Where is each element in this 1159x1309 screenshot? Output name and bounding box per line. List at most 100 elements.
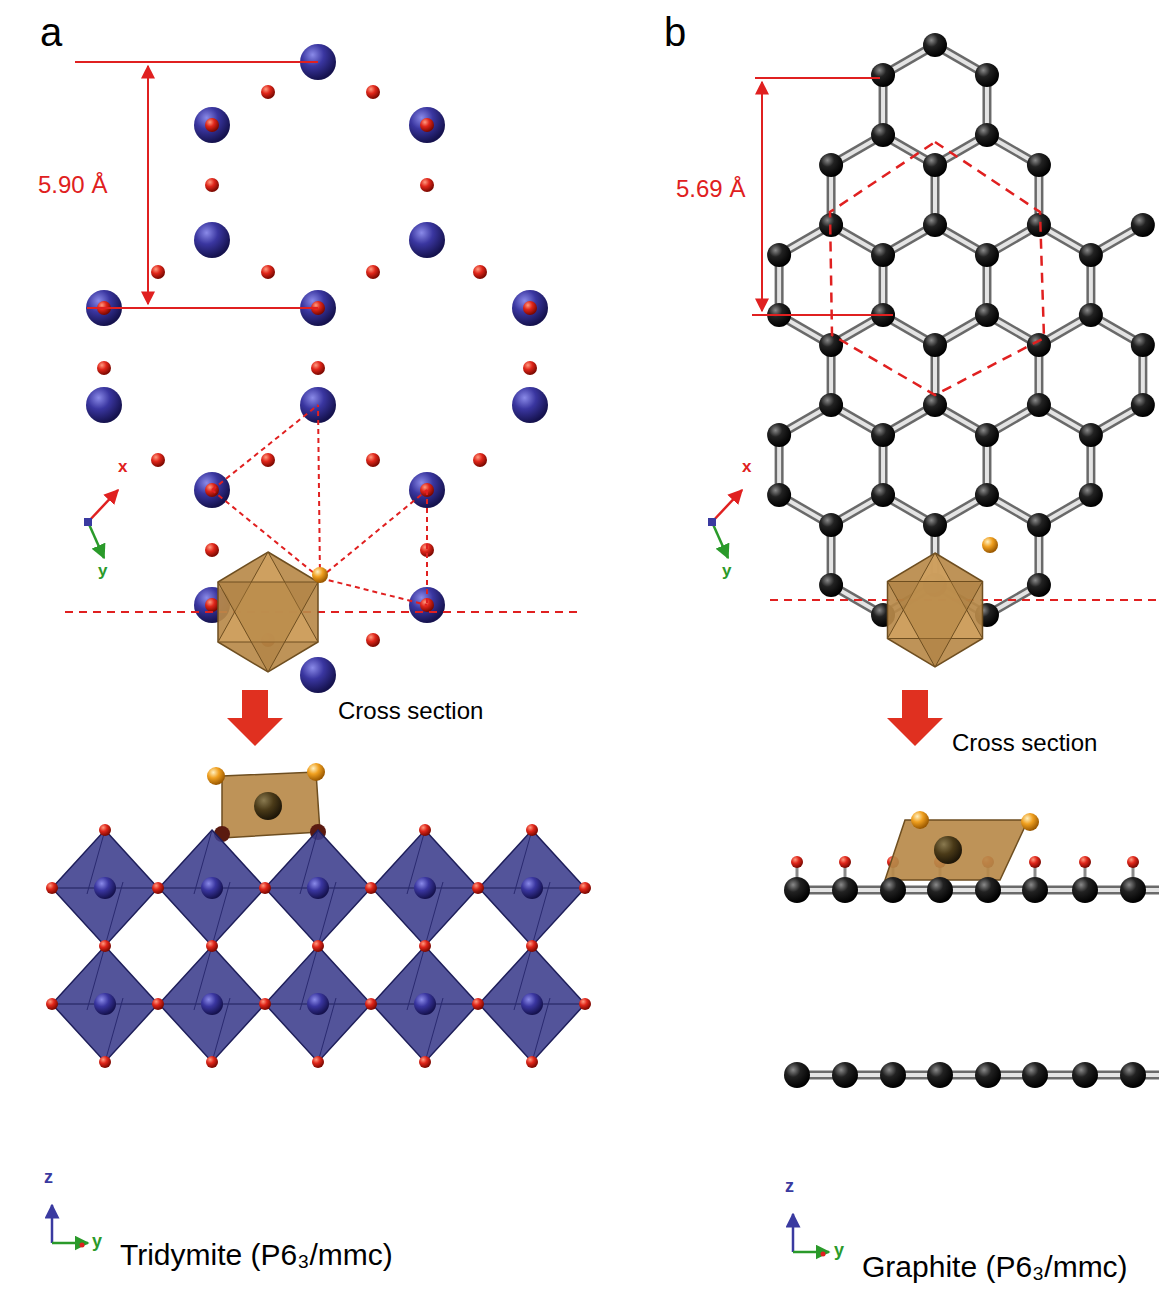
carbon-atom: [975, 877, 1001, 903]
carbon-atom: [871, 483, 895, 507]
axis-label: y: [834, 1241, 844, 1261]
silicon-atom: [521, 993, 543, 1015]
silicon-atom: [512, 290, 548, 326]
panel-letter: b: [664, 10, 686, 54]
axis-label: y: [722, 562, 731, 581]
oxygen-atom: [472, 882, 484, 894]
section-caption: Cross section: [952, 730, 1097, 756]
carbon-atom-group: [784, 877, 1146, 903]
metal-atom-group: [254, 792, 282, 820]
oxygen-atom: [579, 998, 591, 1010]
silicon-atom: [307, 993, 329, 1015]
carbon-atom: [1079, 243, 1103, 267]
oxygen-atom: [46, 882, 58, 894]
carbon-atom: [880, 1062, 906, 1088]
carbon-atom: [927, 877, 953, 903]
silicon-atom-group: [94, 877, 116, 899]
carbon-atom: [975, 423, 999, 447]
carbon-bonds: [779, 45, 1143, 615]
carbon-atom-group: [767, 33, 1155, 627]
carbon-atom: [784, 877, 810, 903]
axis-x: [712, 490, 742, 522]
carbon-atom: [1027, 573, 1051, 597]
octahedron-face: [218, 582, 318, 672]
octahedron-top-view: [218, 552, 318, 672]
carbon-atom: [871, 423, 895, 447]
silicon-atom: [86, 387, 122, 423]
silicon-atom-group: [94, 993, 116, 1015]
dimension-value: 5.90 Å: [38, 172, 107, 198]
silicon-atom-group: [414, 993, 436, 1015]
oxygen-atom: [420, 178, 434, 192]
octahedron-cross-section: [222, 772, 320, 838]
silicon-octahedron: [52, 946, 158, 1062]
carbon-atom: [1131, 213, 1155, 237]
guide-dashed-line: [320, 578, 427, 605]
silicon-atom: [194, 107, 230, 143]
oxygen-atom: [205, 118, 219, 132]
silicon-atom-group: [86, 44, 548, 693]
silicon-atom-group: [521, 993, 543, 1015]
carbon-atom: [1027, 393, 1051, 417]
oxygen-atom: [99, 1056, 111, 1068]
oxygen-atom: [205, 543, 219, 557]
oxygen-atom: [526, 940, 538, 952]
surface-oxygen-atom: [1029, 856, 1041, 868]
structure-name: Graphite (P6₃/mmc): [862, 1250, 1128, 1283]
oxygen-atom: [152, 998, 164, 1010]
octahedron-cross-section: [885, 820, 1028, 880]
dimension-extension: [87, 307, 318, 309]
oxygen-atom: [366, 453, 380, 467]
guide-dashed-line: [320, 490, 427, 578]
oxygen-atom: [312, 1056, 324, 1068]
silicon-atom: [201, 877, 223, 899]
silicon-octahedron: [52, 830, 158, 946]
dimension-extension: [75, 61, 318, 63]
carbon-atom: [923, 333, 947, 357]
silicon-atom: [409, 107, 445, 143]
carbon-atom: [927, 1062, 953, 1088]
apex-atom-group: [982, 537, 998, 553]
carbon-atom: [923, 153, 947, 177]
panel-letter: a: [40, 10, 62, 54]
carbon-atom: [1131, 333, 1155, 357]
guide-dashed-line: [426, 490, 428, 605]
axis-label: y: [92, 1232, 102, 1252]
oxygen-atom: [419, 824, 431, 836]
silicon-atom: [521, 877, 543, 899]
carbon-atom: [1027, 213, 1051, 237]
carbon-atom: [784, 1062, 810, 1088]
silicon-octahedron: [265, 946, 371, 1062]
oxygen-atom: [473, 265, 487, 279]
oxygen-atom: [205, 178, 219, 192]
silicon-atom-group: [521, 877, 543, 899]
carbon-atom: [871, 123, 895, 147]
apex-atom: [1021, 813, 1039, 831]
carbon-atom: [1022, 877, 1048, 903]
oxygen-atom: [419, 1056, 431, 1068]
carbon-atom: [1027, 333, 1051, 357]
apex-atom: [982, 537, 998, 553]
carbon-atom: [1131, 393, 1155, 417]
surface-oxygen-atom: [1127, 856, 1139, 868]
oxygen-atom-group: [46, 824, 591, 1068]
surface-oxygen-atom: [839, 856, 851, 868]
carbon-atom: [871, 243, 895, 267]
silicon-octahedron: [159, 946, 265, 1062]
dimension-value: 5.69 Å: [676, 176, 745, 202]
carbon-atom: [975, 243, 999, 267]
apex-atom: [312, 567, 328, 583]
silicon-atom: [414, 993, 436, 1015]
silicon-atom-group: [307, 993, 329, 1015]
carbon-atom: [923, 213, 947, 237]
guide-dashed-line: [318, 405, 320, 578]
silicon-atom: [201, 993, 223, 1015]
carbon-atom: [1072, 1062, 1098, 1088]
down-arrow: [887, 690, 943, 746]
axis-x-point: [821, 1252, 826, 1257]
silicon-atom: [194, 222, 230, 258]
carbon-atom: [923, 393, 947, 417]
oxygen-atom: [523, 301, 537, 315]
